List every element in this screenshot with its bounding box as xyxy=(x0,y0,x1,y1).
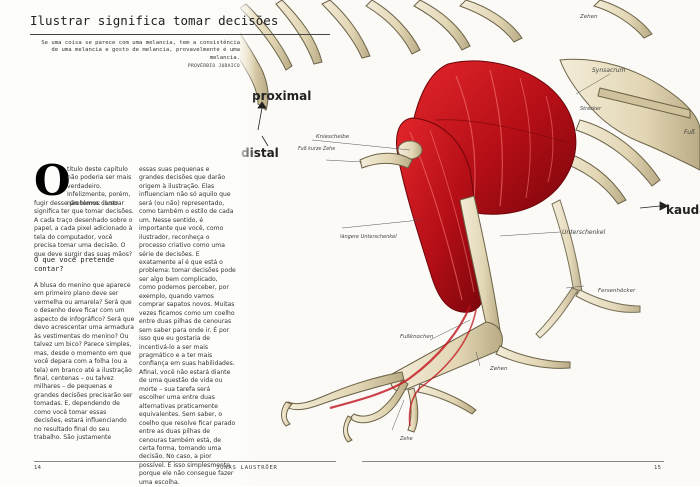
chapter-title: Ilustrar significa tomar decisões xyxy=(30,13,279,28)
label-bottom-note: Zehe xyxy=(399,436,413,442)
drop-cap: O xyxy=(34,156,71,205)
running-footer-author: JONAS LAUSTRÖER xyxy=(216,465,278,471)
section-subhead: O que você pretende contar? xyxy=(34,256,115,273)
rib-cage xyxy=(219,0,653,111)
page-number-right: 15 xyxy=(654,465,661,471)
claws xyxy=(281,371,477,443)
page-number-left: 14 xyxy=(34,465,41,471)
label-fussknochen: Fußknochen xyxy=(400,334,434,340)
drop-cap-box: O xyxy=(34,160,71,202)
annotation-lines xyxy=(311,73,611,431)
footer-rule-left xyxy=(34,461,336,462)
epigraph: Se uma coisa se parece com uma melancia,… xyxy=(40,40,240,71)
label-fersenhoecker: Fersenhöcker xyxy=(598,288,636,294)
pelvis xyxy=(553,58,700,205)
label-fuss-note: Fuß xyxy=(684,129,695,136)
label-knee-note: längere Unterschenkel xyxy=(340,234,397,240)
label-kaudal: kaudal xyxy=(666,203,700,217)
footer-rule-right xyxy=(362,461,664,462)
label-toes: Zehen xyxy=(579,14,598,20)
label-unterschenkel: Unterschenkel xyxy=(562,229,606,236)
epigraph-text: Se uma coisa se parece com uma melancia,… xyxy=(41,40,240,61)
label-proximal: proximal xyxy=(252,89,311,103)
label-strecker: Strecker xyxy=(580,106,602,112)
body-paragraph-1: fugir desse problema: ilustrar significa… xyxy=(34,200,134,258)
epigraph-source: PROVÉRBIO JUDAICO xyxy=(187,64,240,70)
label-kniescheibe: Kniescheibe xyxy=(316,134,350,140)
direction-arrows xyxy=(257,101,669,211)
body-column-2: essas suas pequenas e grandes decisões q… xyxy=(139,166,236,486)
body-paragraph-2: A blusa do menino que aparece em primeir… xyxy=(34,282,135,442)
title-rule xyxy=(30,34,330,35)
back-toe xyxy=(495,345,571,369)
background-leg xyxy=(535,199,641,339)
lead-paragraph: título deste capítulo não poderia ser ma… xyxy=(67,166,132,207)
label-synsacrum: Synsacrum xyxy=(592,67,626,74)
left-page xyxy=(0,0,240,486)
tarsometatarsus-bone xyxy=(389,321,503,393)
label-left-note: Fuß kurze Zehe xyxy=(298,146,335,152)
lower-leg-muscles xyxy=(396,117,485,313)
label-zehen: Zehen xyxy=(489,366,508,372)
